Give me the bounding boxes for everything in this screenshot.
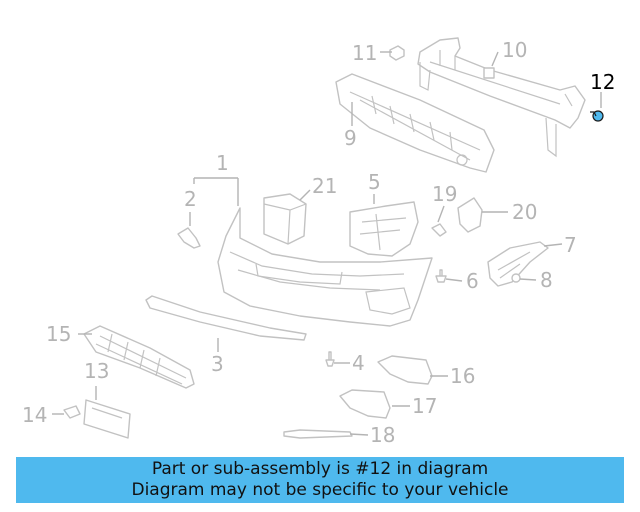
- callout-6: 6: [466, 269, 479, 293]
- part-12-clip: [590, 110, 604, 122]
- callout-12: 12: [590, 70, 615, 94]
- callout-10: 10: [502, 38, 527, 62]
- callout-15: 15: [46, 322, 71, 346]
- part-3-spoiler: [145, 295, 307, 341]
- callout-9: 9: [344, 126, 357, 150]
- callout-20: 20: [512, 200, 537, 224]
- part-7-guide: [487, 241, 549, 287]
- callout-21: 21: [312, 174, 337, 198]
- callout-14: 14: [22, 403, 47, 427]
- callout-8: 8: [540, 268, 553, 292]
- callout-5: 5: [368, 170, 381, 194]
- part-10-reinforcement-bar: [417, 37, 586, 158]
- part-13-plate-bracket: [83, 399, 131, 439]
- callout-7: 7: [564, 233, 577, 257]
- callout-1: 1: [216, 151, 229, 175]
- callout-16: 16: [450, 364, 475, 388]
- part-5-bracket: [349, 201, 419, 257]
- part-8-nut: [511, 273, 521, 283]
- part-6-screw: [435, 269, 447, 283]
- part-4-screw: [325, 351, 335, 367]
- part-21-module: [263, 193, 307, 245]
- part-17-trim: [339, 389, 391, 419]
- part-20-bracket: [457, 197, 483, 233]
- part-1-bumper-cover: [217, 207, 433, 327]
- callout-17: 17: [412, 394, 437, 418]
- part-11-bolt: [389, 45, 405, 61]
- part-2-bracket: [177, 227, 201, 249]
- part-14-connector: [63, 405, 81, 419]
- leader-lines: [52, 51, 602, 436]
- banner-line-disclaimer: Diagram may not be specific to your vehi…: [131, 480, 509, 500]
- info-banner: Part or sub-assembly is #12 in diagram D…: [16, 457, 624, 503]
- part-16-trim: [377, 355, 433, 385]
- part-19-clip: [431, 223, 447, 237]
- callout-2: 2: [184, 187, 197, 211]
- callout-11: 11: [352, 41, 377, 65]
- callout-19: 19: [432, 182, 457, 206]
- banner-line-part: Part or sub-assembly is #12 in diagram: [151, 459, 489, 479]
- part-9-energy-absorber: [335, 73, 495, 173]
- callout-18: 18: [370, 423, 395, 447]
- part-15-grille: [83, 325, 195, 389]
- callout-13: 13: [84, 359, 109, 383]
- callout-3: 3: [211, 352, 224, 376]
- callout-4: 4: [352, 351, 365, 375]
- part-18-strip: [283, 429, 353, 439]
